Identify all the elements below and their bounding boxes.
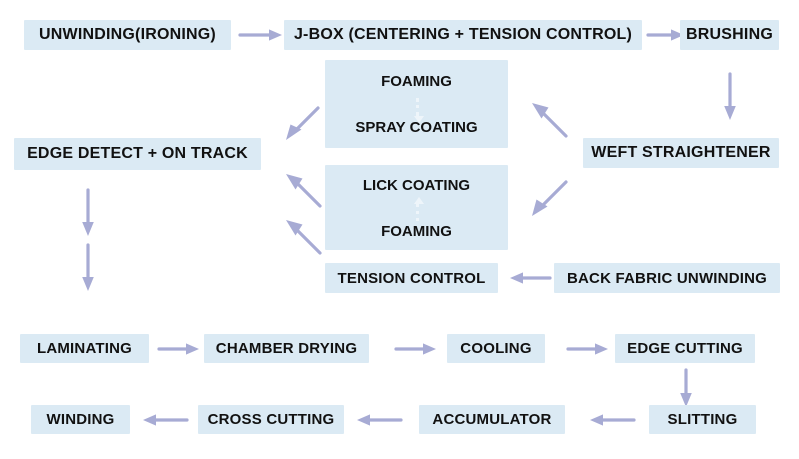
node-label: EDGE CUTTING xyxy=(627,340,743,357)
node-brushing[interactable]: BRUSHING xyxy=(680,20,779,50)
group-lick-coating[interactable]: LICK COATING FOAMING xyxy=(325,165,508,250)
node-label: J-BOX (CENTERING + TENSION CONTROL) xyxy=(293,26,633,43)
node-weft-straightener[interactable]: WEFT STRAIGHTENER xyxy=(583,138,779,168)
arrow-edgedetect-down-lower xyxy=(79,243,97,293)
arrow-slitting-to-accumulator xyxy=(588,411,636,429)
node-label: COOLING xyxy=(460,340,532,357)
node-back-fabric-unwinding[interactable]: BACK FABRIC UNWINDING xyxy=(554,263,780,293)
node-label: LAMINATING xyxy=(36,340,133,357)
arrow-weft-to-lick xyxy=(528,178,570,220)
inner-arrow-down-icon xyxy=(414,98,424,123)
arrow-edgecutting-to-slitting xyxy=(677,368,695,408)
node-slitting[interactable]: SLITTING xyxy=(649,405,756,434)
arrow-cooling-to-edgecutting xyxy=(566,340,610,358)
node-label: UNWINDING(IRONING) xyxy=(39,26,216,43)
arrow-spray-to-edgedetect xyxy=(282,104,322,142)
node-cooling[interactable]: COOLING xyxy=(447,334,545,363)
arrow-backfabric-to-tension xyxy=(508,269,552,287)
group-bottom-label: FOAMING xyxy=(381,223,452,240)
arrow-brushing-to-weft xyxy=(721,72,739,122)
inner-arrow-up-icon xyxy=(414,197,424,221)
node-accumulator[interactable]: ACCUMULATOR xyxy=(419,405,565,434)
group-spray-coating[interactable]: FOAMING SPRAY COATING xyxy=(325,60,508,148)
node-unwinding[interactable]: UNWINDING(IRONING) xyxy=(24,20,231,50)
node-label: ACCUMULATOR xyxy=(432,411,552,428)
arrow-lick-to-edgedetect-lower xyxy=(282,215,324,257)
arrow-accumulator-to-crosscutting xyxy=(355,411,403,429)
arrow-crosscutting-to-winding xyxy=(141,411,189,429)
node-chamber-drying[interactable]: CHAMBER DRYING xyxy=(204,334,369,363)
arrow-laminating-to-chamberdrying xyxy=(157,340,201,358)
arrow-chamberdrying-to-cooling xyxy=(394,340,438,358)
node-winding[interactable]: WINDING xyxy=(31,405,130,434)
group-top-label: FOAMING xyxy=(381,73,452,90)
arrow-weft-to-spray xyxy=(528,98,570,140)
node-edge-detect[interactable]: EDGE DETECT + ON TRACK xyxy=(14,138,261,170)
node-tension-control[interactable]: TENSION CONTROL xyxy=(325,263,498,293)
arrow-edgedetect-down-upper xyxy=(79,188,97,238)
node-label: CHAMBER DRYING xyxy=(215,340,358,357)
node-label: WINDING xyxy=(46,411,115,428)
node-cross-cutting[interactable]: CROSS CUTTING xyxy=(198,405,344,434)
node-label: WEFT STRAIGHTENER xyxy=(591,144,771,161)
node-label: SLITTING xyxy=(667,411,738,428)
node-edge-cutting[interactable]: EDGE CUTTING xyxy=(615,334,755,363)
node-label: CROSS CUTTING xyxy=(207,411,335,428)
node-laminating[interactable]: LAMINATING xyxy=(20,334,149,363)
node-label: EDGE DETECT + ON TRACK xyxy=(27,145,248,162)
arrow-lick-to-edgedetect-upper xyxy=(282,170,324,210)
node-jbox[interactable]: J-BOX (CENTERING + TENSION CONTROL) xyxy=(284,20,642,50)
node-label: BRUSHING xyxy=(686,26,773,43)
group-top-label: LICK COATING xyxy=(362,177,471,194)
node-label: BACK FABRIC UNWINDING xyxy=(566,269,768,287)
group-bottom-label: SPRAY COATING xyxy=(355,119,478,136)
node-label: TENSION CONTROL xyxy=(337,269,486,287)
arrow-unwinding-to-jbox xyxy=(238,26,284,44)
